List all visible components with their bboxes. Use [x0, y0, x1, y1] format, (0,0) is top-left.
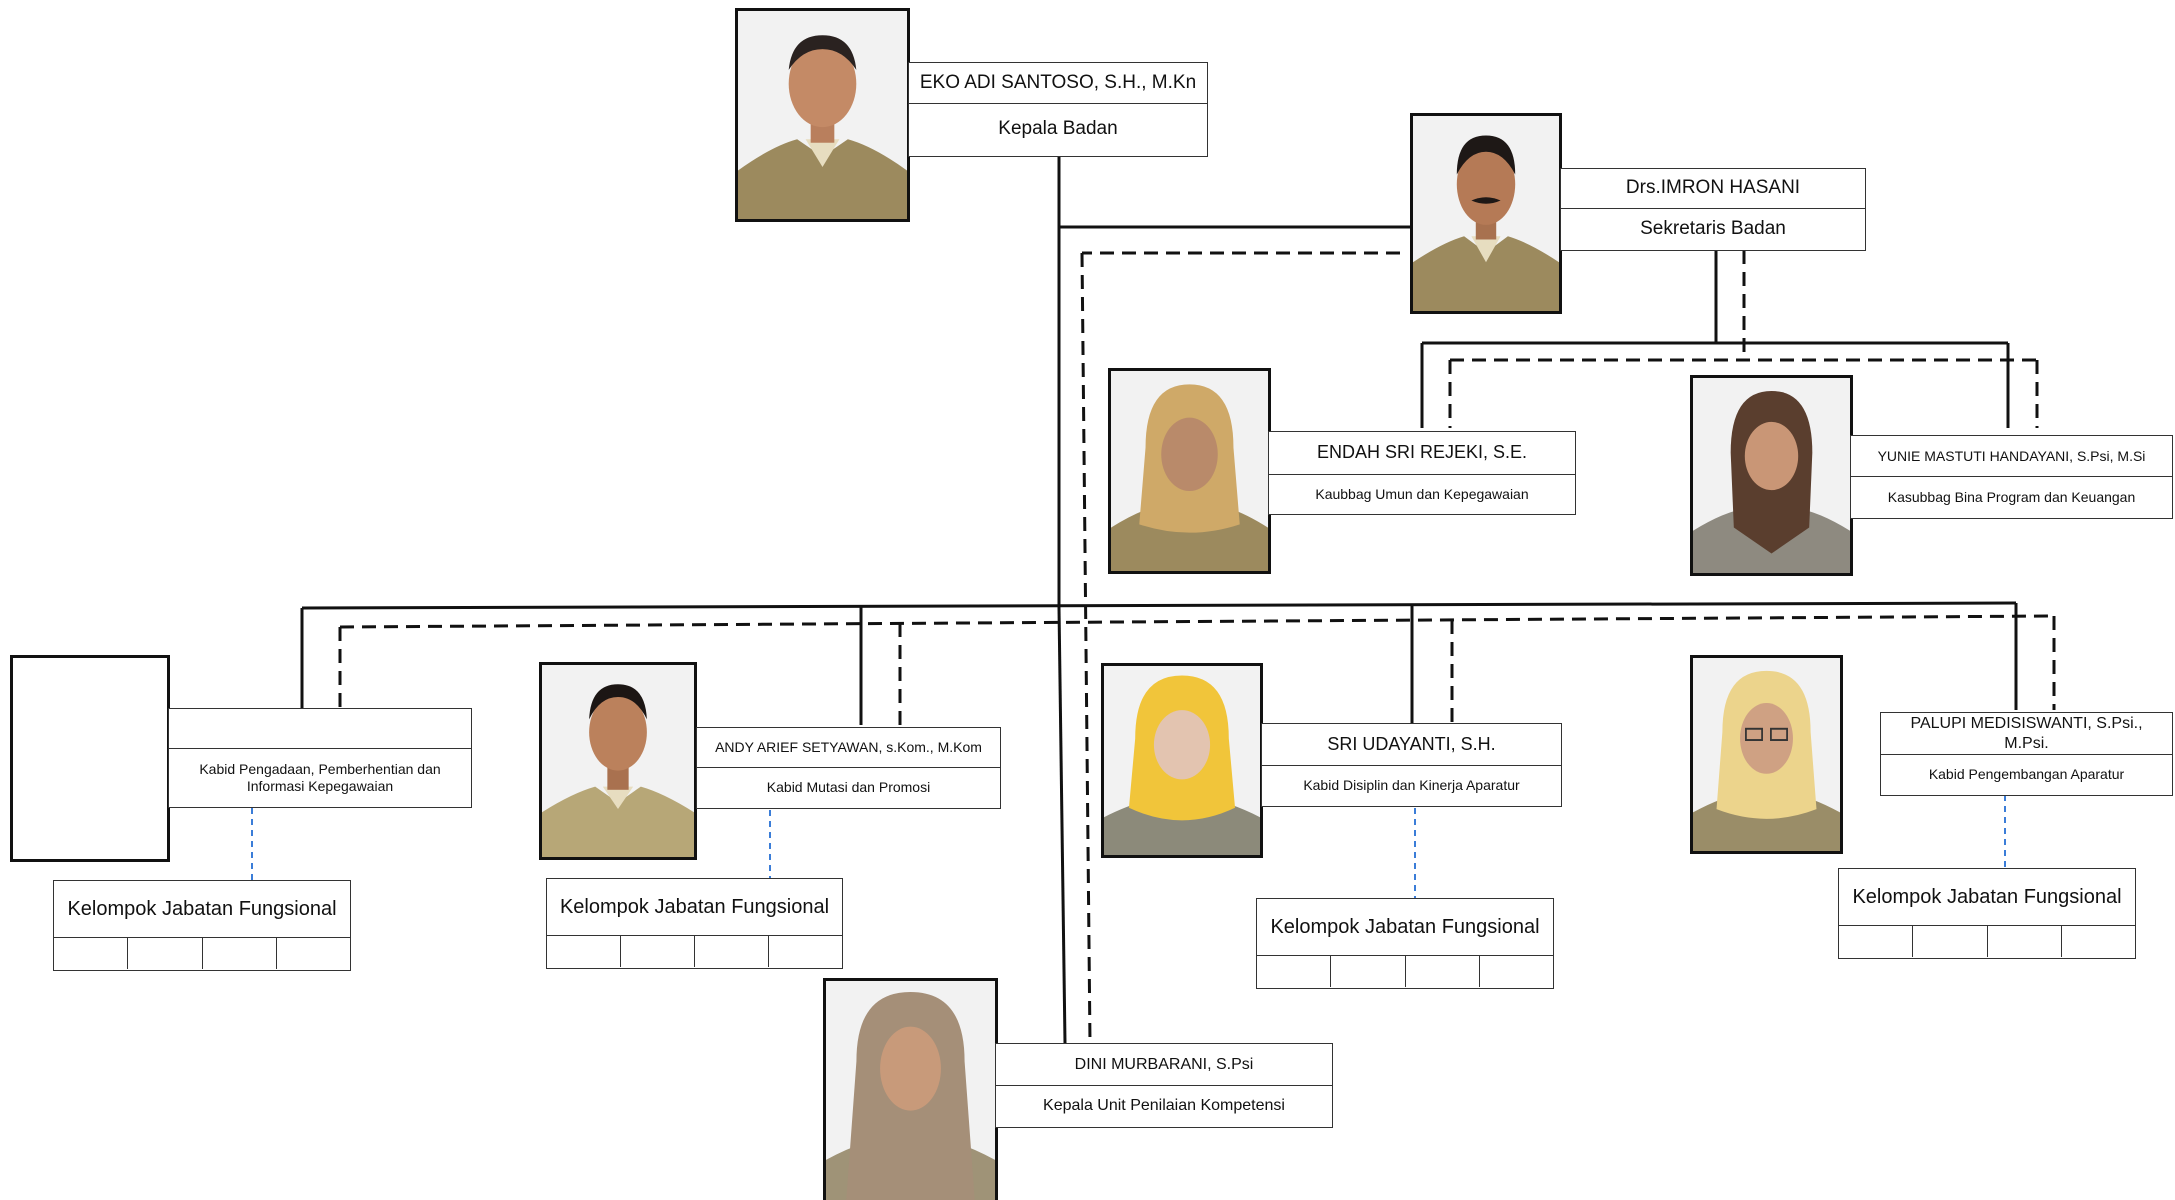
subdivision-1-name: ENDAH SRI REJEKI, S.E. — [1269, 432, 1575, 475]
division-3-photo — [1101, 663, 1263, 858]
subdivision-2-box: YUNIE MASTUTI HANDAYANI, S.Psi, M.Si Kas… — [1850, 435, 2173, 519]
subdivision-1-photo — [1108, 368, 1271, 574]
functional-group-2-slots — [547, 936, 842, 967]
division-4-title: Kabid Pengembangan Aparatur — [1928, 766, 2125, 783]
division-3-title: Kabid Disiplin dan Kinerja Aparatur — [1303, 777, 1520, 794]
head-name: EKO ADI SANTOSO, S.H., M.Kn — [909, 63, 1207, 104]
functional-group-4-label: Kelompok Jabatan Fungsional — [1839, 869, 2135, 926]
division-3-box: SRI UDAYANTI, S.H. Kabid Disiplin dan Ki… — [1261, 723, 1562, 807]
secretary-photo — [1410, 113, 1562, 314]
division-1-title: Kabid Pengadaan, Pemberhentian dan Infor… — [199, 760, 441, 794]
division-4-name: PALUPI MEDISISWANTI, S.Psi., M.Psi. — [1881, 713, 2172, 755]
subdivision-2-title: Kasubbag Bina Program dan Keuangan — [1887, 488, 2136, 505]
division-4-photo — [1690, 655, 1843, 854]
division-2-photo — [539, 662, 697, 860]
unit-name: DINI MURBARANI, S.Psi — [996, 1044, 1332, 1086]
division-2-title: Kabid Mutasi dan Promosi — [766, 779, 931, 796]
unit-box: DINI MURBARANI, S.Psi Kepala Unit Penila… — [995, 1043, 1333, 1128]
head-box: EKO ADI SANTOSO, S.H., M.Kn Kepala Badan — [908, 62, 1208, 157]
division-1-name — [169, 709, 471, 749]
functional-group-2-label: Kelompok Jabatan Fungsional — [547, 879, 842, 936]
division-3-name: SRI UDAYANTI, S.H. — [1262, 724, 1561, 766]
subdivision-1-box: ENDAH SRI REJEKI, S.E. Kaubbag Umun dan … — [1268, 431, 1576, 515]
unit-title: Kepala Unit Penilaian Kompetensi — [1043, 1097, 1285, 1115]
functional-group-4-slots — [1839, 926, 2135, 957]
division-2-name: ANDY ARIEF SETYAWAN, s.Kom., M.Kom — [697, 728, 1000, 768]
functional-group-3: Kelompok Jabatan Fungsional — [1256, 898, 1554, 989]
trunk-to-unit-line — [1057, 607, 1067, 1044]
head-photo — [735, 8, 910, 222]
functional-group-1-slots — [54, 938, 350, 969]
unit-photo — [823, 978, 998, 1200]
functional-group-3-slots — [1257, 956, 1553, 987]
division-bus-line — [301, 601, 2017, 610]
subdivision-2-photo — [1690, 375, 1853, 576]
head-title: Kepala Badan — [998, 118, 1118, 140]
subdivision-2-name: YUNIE MASTUTI HANDAYANI, S.Psi, M.Si — [1851, 436, 2172, 477]
functional-group-4: Kelompok Jabatan Fungsional — [1838, 868, 2136, 959]
functional-group-3-label: Kelompok Jabatan Fungsional — [1257, 899, 1553, 956]
dashed-division-line — [339, 614, 2055, 629]
division-1-photo-placeholder — [10, 655, 170, 862]
division-4-box: PALUPI MEDISISWANTI, S.Psi., M.Psi. Kabi… — [1880, 712, 2173, 796]
secretary-box: Drs.IMRON HASANI Sekretaris Badan — [1560, 168, 1866, 251]
secretary-title: Sekretaris Badan — [1640, 217, 1786, 239]
functional-group-1-label: Kelompok Jabatan Fungsional — [54, 881, 350, 938]
functional-group-2: Kelompok Jabatan Fungsional — [546, 878, 843, 969]
secretary-name: Drs.IMRON HASANI — [1561, 169, 1865, 209]
division-1-box: Kabid Pengadaan, Pemberhentian dan Infor… — [168, 708, 472, 808]
functional-group-1: Kelompok Jabatan Fungsional — [53, 880, 351, 971]
division-2-box: ANDY ARIEF SETYAWAN, s.Kom., M.Kom Kabid… — [696, 727, 1001, 809]
subdivision-1-title: Kaubbag Umun dan Kepegawaian — [1315, 485, 1529, 502]
